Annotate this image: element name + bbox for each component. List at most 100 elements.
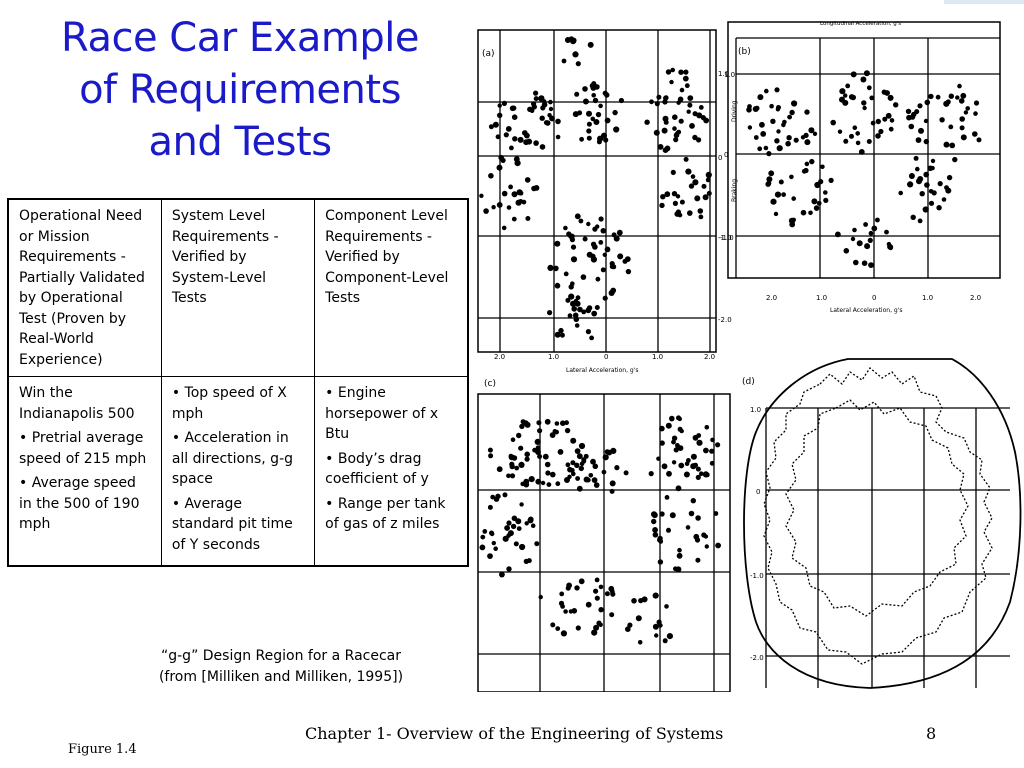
panel-a-point bbox=[706, 190, 712, 196]
panel-c-point bbox=[696, 433, 702, 438]
panel-c-point bbox=[666, 470, 672, 477]
panel-a-point bbox=[685, 168, 692, 175]
panel-a-point bbox=[692, 111, 698, 117]
panel-c-point bbox=[651, 518, 657, 525]
panel-c-point bbox=[623, 470, 629, 476]
panel-a-point bbox=[547, 310, 553, 316]
panel-b-point bbox=[858, 149, 865, 155]
panel-c-point bbox=[519, 423, 525, 430]
panel-c-point bbox=[604, 591, 610, 597]
panel-b-point bbox=[914, 109, 920, 115]
panel-a-point bbox=[586, 135, 592, 141]
panel-b-point bbox=[869, 95, 875, 101]
panel-a-point bbox=[591, 310, 598, 317]
panel-b-point bbox=[957, 83, 962, 89]
panel-a-point bbox=[677, 212, 683, 218]
panel-b-point bbox=[849, 133, 854, 139]
panel-a-point bbox=[561, 58, 567, 64]
panel-c-point bbox=[565, 462, 571, 468]
panel-c-point bbox=[482, 529, 488, 534]
panel-c-point bbox=[554, 421, 560, 426]
panel-b-point bbox=[753, 135, 759, 140]
panel-a-point bbox=[525, 216, 531, 221]
panel-b-point bbox=[868, 262, 874, 268]
panel-b-point bbox=[757, 94, 764, 101]
panel-c-point bbox=[598, 584, 604, 590]
panel-c-point bbox=[675, 485, 682, 492]
panel-c-point bbox=[652, 623, 659, 630]
panel-c-point bbox=[565, 585, 571, 591]
panel-b-point bbox=[764, 88, 769, 94]
panel-c-point bbox=[702, 471, 709, 478]
panel-a-point bbox=[694, 195, 701, 202]
panel-b-point bbox=[906, 114, 912, 121]
panel-a-point bbox=[512, 136, 518, 142]
panel-b-point bbox=[875, 118, 881, 125]
panel-c-point bbox=[510, 523, 517, 530]
panel-a-point bbox=[686, 109, 691, 114]
panel-c-point bbox=[695, 557, 701, 563]
panel-c-point bbox=[664, 604, 669, 609]
panel-c-point bbox=[695, 466, 701, 472]
panel-b-point bbox=[804, 109, 810, 115]
panel-c-point bbox=[514, 465, 520, 471]
component-level-item: • Body’s drag coefficient of y bbox=[325, 450, 429, 488]
panel-d-inner-trace bbox=[785, 399, 969, 617]
panel-b-point bbox=[763, 145, 769, 151]
panel-a-point bbox=[683, 69, 689, 75]
panel-a-point bbox=[608, 290, 615, 296]
panel-c-point bbox=[535, 449, 541, 455]
panel-a-point bbox=[701, 183, 707, 189]
panel-b-point bbox=[766, 151, 772, 157]
panel-b-point bbox=[885, 112, 892, 119]
panel-c-point bbox=[608, 585, 615, 592]
corner-tab bbox=[944, 0, 1024, 4]
panel-c-point bbox=[557, 449, 564, 455]
panel-a-point bbox=[568, 284, 574, 290]
panel-c-point bbox=[488, 453, 494, 459]
panel-a-point bbox=[604, 92, 610, 98]
panel-a-point bbox=[689, 123, 695, 129]
panel-a-point bbox=[589, 335, 594, 341]
panel-a-point bbox=[491, 205, 496, 210]
panel-b-point bbox=[786, 135, 792, 141]
panel-b-point bbox=[839, 88, 846, 95]
panel-d-ytick: -1.0 bbox=[750, 572, 764, 580]
panel-b-xtick: 1.0 bbox=[816, 294, 827, 302]
panel-a-point bbox=[574, 300, 581, 307]
panel-a-point bbox=[533, 90, 539, 96]
panel-b-point bbox=[746, 107, 752, 113]
panel-c-point bbox=[671, 460, 677, 465]
panel-b-point bbox=[808, 127, 815, 134]
panel-c-point bbox=[508, 454, 515, 461]
panel-b-point bbox=[946, 174, 953, 181]
panel-a-point bbox=[671, 191, 678, 197]
panel-a-point bbox=[511, 216, 517, 222]
panel-b-point bbox=[843, 138, 849, 144]
panel-c-point bbox=[504, 525, 510, 531]
panel-a-point bbox=[533, 96, 539, 102]
panel-c-point bbox=[564, 477, 570, 483]
panel-a-point bbox=[567, 313, 573, 319]
panel-b-point bbox=[789, 221, 796, 228]
panel-a-point bbox=[513, 156, 520, 163]
panel-b-point bbox=[973, 111, 978, 116]
panel-a-point bbox=[570, 244, 577, 250]
panel-c-point bbox=[715, 442, 721, 448]
panel-b-ytick: 1.0 bbox=[724, 71, 735, 79]
panel-c-point bbox=[546, 482, 552, 487]
panel-c-point bbox=[627, 622, 633, 628]
panel-a-point bbox=[531, 101, 537, 107]
panel-c-point bbox=[696, 439, 703, 446]
panel-c-point bbox=[669, 415, 675, 422]
panel-c-point bbox=[479, 544, 486, 551]
panel-a-point bbox=[570, 256, 578, 263]
panel-a-point bbox=[506, 205, 512, 210]
panel-c-point bbox=[593, 624, 600, 631]
header-operational-need: Operational Need or Mission Requirements… bbox=[7, 198, 162, 377]
panel-b-point bbox=[941, 197, 947, 202]
panel-b-xtick: 2.0 bbox=[970, 294, 981, 302]
panel-a-point bbox=[625, 268, 632, 275]
panel-b-point bbox=[924, 99, 931, 106]
panel-c-point bbox=[576, 453, 583, 460]
